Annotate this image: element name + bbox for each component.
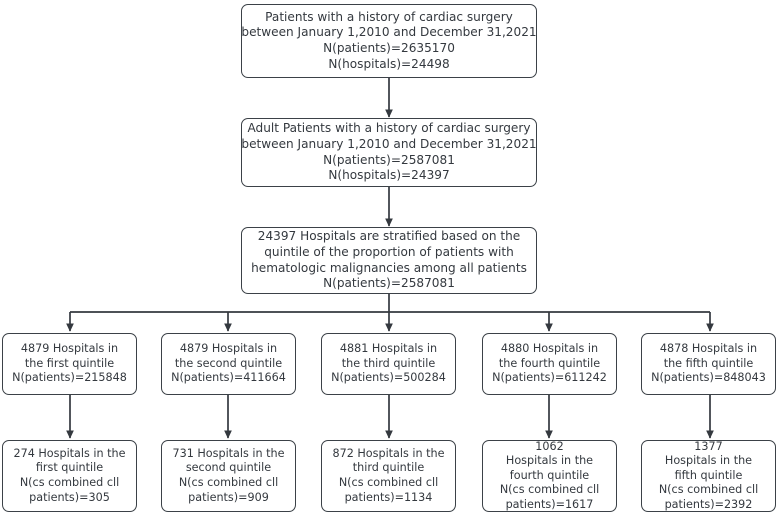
node-cohort-all-line-4: N(hospitals)=24498 [328,56,450,71]
node-quintile-second-line-3: N(patients)=411664 [171,371,286,385]
node-quintile-third-line-1: 4881 Hospitals in [339,342,438,356]
node-quintile-second-line-2: the second quintile [174,356,283,370]
node-quintile-fourth: 4880 Hospitals in the fourth quintile N(… [482,333,617,395]
node-outcome-fifth: 1377 Hospitals in the fifth quintile N(c… [641,440,776,512]
node-outcome-third-line-4: patients)=1134 [344,490,433,504]
node-quintile-third: 4881 Hospitals in the third quintile N(p… [321,333,456,395]
node-cohort-adult-line-3: N(patients)=2587081 [323,152,455,167]
node-stratify-line-3: hematologic malignancies among all patie… [251,260,527,275]
node-quintile-first-line-3: N(patients)=215848 [12,371,127,385]
node-outcome-fifth-line-3: fifth quintile [674,468,743,482]
node-outcome-second-line-4: patients)=909 [188,490,269,504]
node-quintile-first-line-2: the first quintile [24,356,115,370]
node-quintile-fifth-line-3: N(patients)=848043 [651,371,766,385]
node-outcome-first: 274 Hospitals in the first quintile N(cs… [2,440,137,512]
node-quintile-third-line-2: the third quintile [341,356,436,370]
node-outcome-fourth-line-2: Hospitals in the [505,454,594,468]
node-outcome-third-line-3: N(cs combined cll [338,476,439,489]
node-cohort-all-line-3: N(patients)=2635170 [323,41,455,55]
node-outcome-first-line-2: first quintile [35,461,104,475]
node-outcome-second-line-2: second quintile [185,461,272,475]
node-cohort-adult-line-1: Adult Patients with a history of cardiac… [247,121,531,136]
node-outcome-fourth-line-5: patients)=1617 [505,497,594,511]
node-outcome-third-line-2: third quintile [352,461,425,475]
node-cohort-adult: Adult Patients with a history of cardiac… [241,118,537,187]
node-outcome-second-line-1: 731 Hospitals in the [172,446,285,460]
node-outcome-fifth-line-4: N(cs combined cll [658,483,759,497]
node-cohort-adult-line-4: N(hospitals)=24397 [328,168,450,183]
node-outcome-second: 731 Hospitals in the second quintile N(c… [161,440,296,512]
node-quintile-fifth-line-1: 4878 Hospitals in [659,342,758,356]
node-stratify: 24397 Hospitals are stratified based on … [241,227,537,294]
node-outcome-first-line-1: 274 Hospitals in the [13,446,126,460]
node-quintile-third-line-3: N(patients)=500284 [331,371,446,385]
node-outcome-fifth-line-1: 1377 [694,439,723,453]
node-cohort-adult-line-2: between January 1,2010 and December 31,2… [241,136,537,151]
node-outcome-first-line-3: N(cs combined cll [19,476,120,489]
node-outcome-third-line-1: 872 Hospitals in the [332,446,445,460]
node-outcome-first-line-4: patients)=305 [29,490,110,504]
node-quintile-fourth-line-3: N(patients)=611242 [492,371,607,385]
node-cohort-all-line-1: Patients with a history of cardiac surge… [265,9,513,24]
node-outcome-second-line-3: N(cs combined cll [178,476,279,489]
node-quintile-first-line-1: 4879 Hospitals in [20,342,119,356]
node-outcome-fourth-line-4: N(cs combined cll [499,483,600,497]
node-cohort-all: Patients with a history of cardiac surge… [241,4,537,78]
node-outcome-fourth-line-3: fourth quintile [509,468,590,482]
node-quintile-fifth: 4878 Hospitals in the fifth quintile N(p… [641,333,776,395]
node-outcome-third: 872 Hospitals in the third quintile N(cs… [321,440,456,512]
node-quintile-fourth-line-1: 4880 Hospitals in [500,342,599,356]
node-quintile-second-line-1: 4879 Hospitals in [179,342,278,356]
node-quintile-second: 4879 Hospitals in the second quintile N(… [161,333,296,395]
node-outcome-fifth-line-2: Hospitals in the [664,454,753,468]
node-outcome-fifth-line-5: patients)=2392 [664,497,753,511]
node-stratify-line-1: 24397 Hospitals are stratified based on … [257,229,521,244]
node-outcome-fourth: 1062 Hospitals in the fourth quintile N(… [482,440,617,512]
node-stratify-line-4: N(patients)=2587081 [323,276,455,291]
node-quintile-fourth-line-2: the fourth quintile [498,356,601,370]
node-stratify-line-2: quintile of the proportion of patients w… [264,244,514,259]
node-quintile-first: 4879 Hospitals in the first quintile N(p… [2,333,137,395]
node-quintile-fifth-line-2: the fifth quintile [663,356,754,370]
node-outcome-fourth-line-1: 1062 [535,439,564,453]
node-cohort-all-line-2: between January 1,2010 and December 31,2… [241,25,537,40]
